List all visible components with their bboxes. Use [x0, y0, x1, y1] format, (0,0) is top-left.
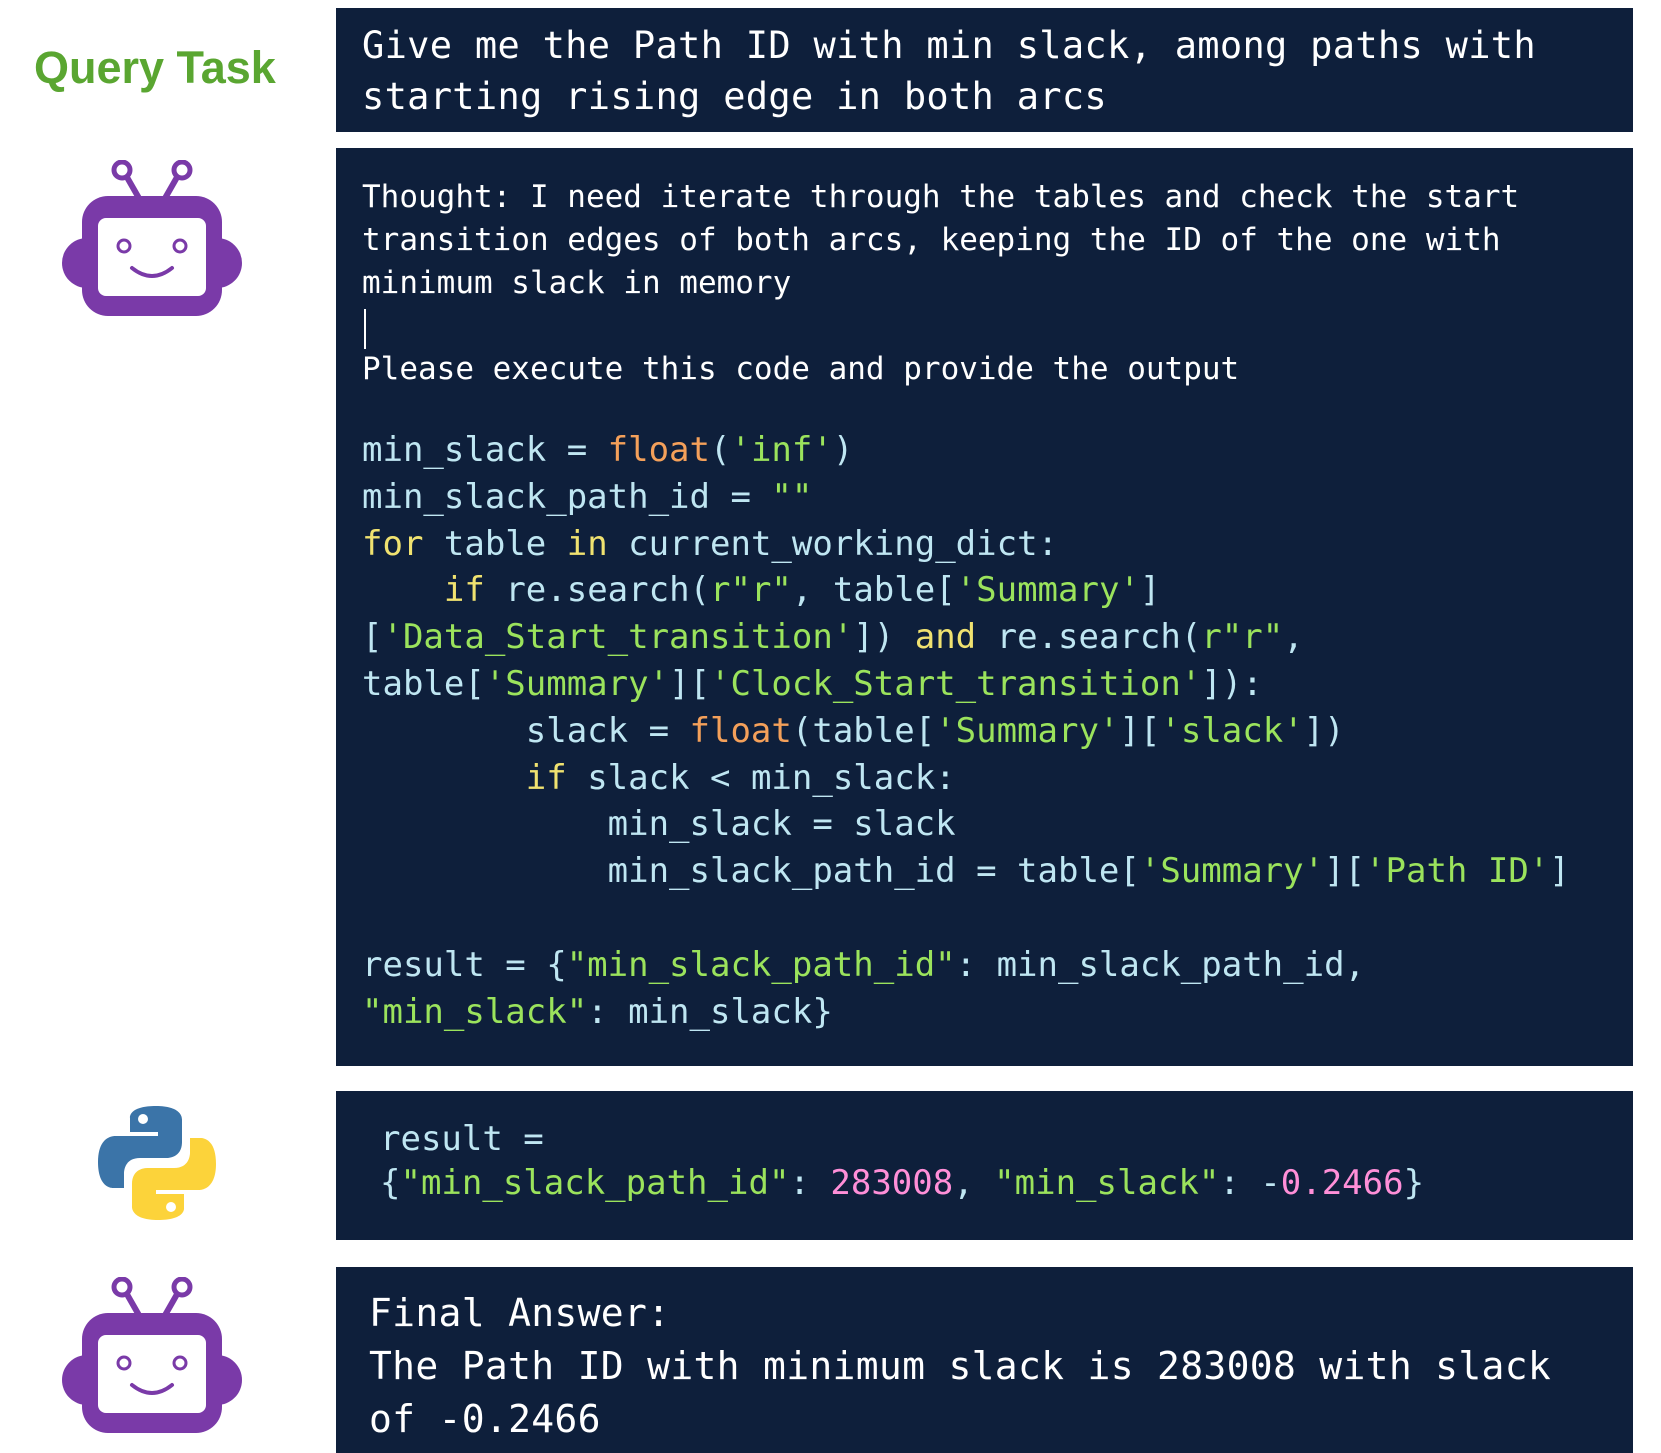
code-token: "" [771, 476, 813, 517]
code-token: ][ [1324, 851, 1366, 892]
code-token: ][ [669, 663, 711, 704]
python-output-line: result = [380, 1117, 1633, 1161]
code-token: [ [362, 617, 383, 658]
thought-line: Thought: I need iterate through the tabl… [362, 179, 1520, 215]
code-token: in [566, 523, 608, 564]
code-line: "min_slack": min_slack} [362, 989, 1633, 1036]
code-line: ['Data_Start_transition']) and re.search… [362, 614, 1633, 661]
code-token: re.search( [976, 617, 1202, 658]
code-token: r"r" [710, 570, 792, 611]
code-line: if re.search(r"r", table['Summary'] [362, 567, 1633, 614]
code-token: ]): [1201, 663, 1263, 704]
code-token: 'Summary' [1139, 851, 1325, 892]
robot-icon [62, 160, 242, 316]
code-token: table[ [362, 663, 485, 704]
code-token: re.search( [484, 570, 711, 611]
code-token: ]) [1303, 710, 1345, 751]
code-token: { [380, 1163, 401, 1203]
code-token: 0.2466 [1280, 1163, 1404, 1203]
code-token: ) [832, 430, 854, 470]
code-token: slack = [362, 710, 690, 751]
code-token: : min_slack} [587, 991, 833, 1032]
code-token: } [1403, 1163, 1425, 1203]
text-cursor [362, 305, 1633, 349]
code-token: 283008 [830, 1163, 954, 1203]
code-token: 'Summary' [935, 710, 1120, 751]
code-line: min_slack_path_id = table['Summary']['Pa… [362, 848, 1633, 895]
final-answer-line: of -0.2466 [369, 1397, 601, 1441]
code-token: if [443, 570, 485, 611]
code-token: min_slack = slack [362, 804, 956, 845]
code-token: 'Data_Start_transition' [382, 617, 854, 658]
code-line: for table in current_working_dict: [362, 521, 1633, 568]
code-token: and [914, 617, 977, 658]
code-token: "min_slack_path_id" [400, 1163, 790, 1203]
code-token: ]) [853, 617, 915, 658]
code-token: slack < min_slack: [566, 757, 956, 798]
code-token: 'Summary' [484, 663, 670, 704]
query-line: starting rising edge in both arcs [362, 75, 1108, 118]
code-line: min_slack = float('inf') [362, 427, 1633, 474]
code-block: min_slack = float('inf')min_slack_path_i… [362, 427, 1633, 1035]
code-token: ( [710, 430, 731, 470]
thought-line: transition edges of both arcs, keeping t… [362, 222, 1501, 258]
code-token: : - [1219, 1163, 1281, 1203]
code-token: "min_slack" [362, 991, 588, 1032]
code-line [362, 895, 1633, 942]
code-line: table['Summary']['Clock_Start_transition… [362, 661, 1633, 708]
code-token: for [362, 523, 424, 564]
code-token: ] [1549, 851, 1570, 892]
robot-icon [62, 1277, 242, 1433]
code-token: : [789, 1163, 831, 1203]
instruction-line: Please execute this code and provide the… [362, 351, 1240, 387]
code-line: min_slack_path_id = "" [362, 474, 1633, 521]
code-line: result = {"min_slack_path_id": min_slack… [362, 942, 1633, 989]
final-answer-line: The Path ID with minimum slack is 283008… [369, 1344, 1552, 1388]
query-panel: Give me the Path ID with min slack, amon… [336, 8, 1633, 132]
code-token: r"r" [1201, 617, 1284, 658]
thought-line: minimum slack in memory [362, 265, 792, 301]
final-answer-panel: Final Answer: The Path ID with minimum s… [336, 1267, 1633, 1453]
code-token: 'inf' [730, 430, 833, 470]
code-token: result = [380, 1119, 544, 1159]
python-output-block: result ={"min_slack_path_id": 283008, "m… [380, 1117, 1633, 1205]
code-token: table [423, 523, 567, 564]
code-line: if slack < min_slack: [362, 755, 1633, 802]
python-output-line: {"min_slack_path_id": 283008, "min_slack… [380, 1161, 1633, 1205]
code-token: ][ [1119, 710, 1161, 751]
code-token: , table[ [791, 570, 956, 611]
code-token: 'Clock_Start_transition' [710, 663, 1202, 704]
code-token: min_slack_path_id = table[ [362, 851, 1140, 892]
code-token: float [607, 430, 710, 470]
code-token: 'Path ID' [1365, 851, 1550, 892]
code-token [362, 570, 444, 610]
code-token: "min_slack_path_id" [566, 944, 956, 985]
python-logo-icon [98, 1106, 216, 1220]
query-line: Give me the Path ID with min slack, amon… [362, 24, 1536, 67]
python-output-panel: result ={"min_slack_path_id": 283008, "m… [336, 1091, 1633, 1240]
code-token: if [525, 757, 567, 798]
code-token: float [689, 710, 792, 751]
code-token: result = { [362, 944, 567, 985]
code-token: 'slack' [1160, 710, 1304, 751]
code-token: : min_slack_path_id, [955, 944, 1366, 985]
code-token: (table[ [791, 710, 936, 751]
final-answer-line: Final Answer: [369, 1291, 671, 1335]
code-token [362, 758, 526, 798]
code-token: , [953, 1163, 995, 1203]
agent-response-panel: Thought: I need iterate through the tabl… [336, 148, 1633, 1066]
code-token: min_slack = [362, 430, 608, 470]
code-token: ] [1139, 570, 1161, 611]
code-token: 'Summary' [955, 570, 1140, 611]
code-token: , [1283, 617, 1304, 658]
code-line: min_slack = slack [362, 801, 1633, 848]
code-token: min_slack_path_id = [362, 476, 772, 517]
code-line: slack = float(table['Summary']['slack']) [362, 708, 1633, 755]
query-task-label: Query Task [34, 42, 276, 93]
code-token: current_working_dict: [607, 523, 1059, 564]
code-token: "min_slack" [994, 1163, 1220, 1203]
